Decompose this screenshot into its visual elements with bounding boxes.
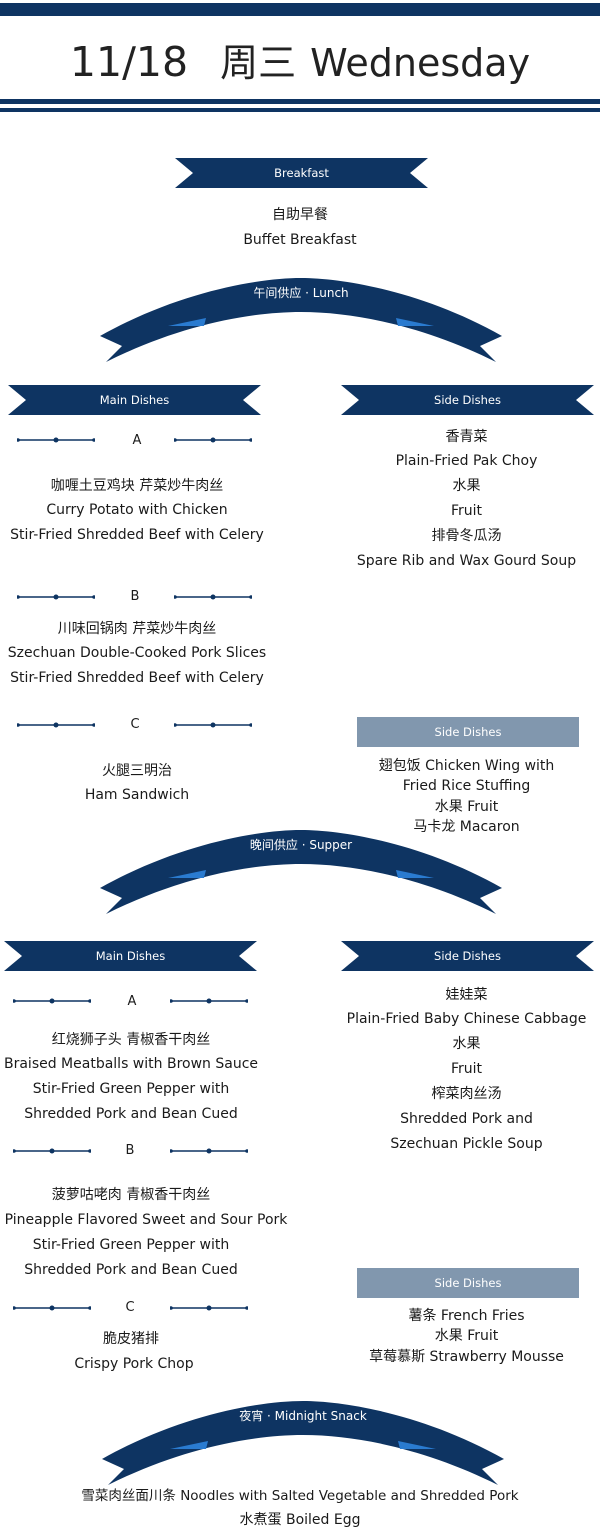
supper-main-banner: Main Dishes [4, 941, 257, 971]
header-bottom-bar-2 [0, 108, 600, 112]
supper-side-c-line-1: 薯条 French Fries [408, 1308, 525, 1324]
lunch-side-line-4: Fruit [450, 503, 483, 519]
lunch-b-line-3: Stir-Fried Shredded Beef with Celery [10, 670, 264, 686]
lunch-b-letter: B [130, 589, 140, 604]
weekday-en-label: Wednesday [310, 41, 531, 85]
supper-c-line-2: Crispy Pork Chop [74, 1356, 194, 1372]
supper-side-line-7: Szechuan Pickle Soup [390, 1136, 543, 1152]
page-title: 11/18 周三 Wednesday [0, 36, 600, 89]
supper-arc-shape [100, 830, 502, 914]
supper-side-banner: Side Dishes [341, 941, 594, 971]
lunch-side-c-line-3: 水果 Fruit [434, 799, 499, 815]
lunch-side-line-1: 香青菜 [445, 429, 488, 445]
lunch-side-c-line-2: Fried Rice Stuffing [402, 778, 531, 794]
midnight-arc-shape [102, 1401, 504, 1485]
supper-c-line-1: 脆皮猪排 [103, 1331, 159, 1347]
lunch-b-line-1: 川味回锅肉 芹菜炒牛肉丝 [57, 621, 217, 637]
supper-a-line-3: Stir-Fried Green Pepper with [32, 1081, 230, 1097]
supper-side-c-line-3: 草莓慕斯 Strawberry Mousse [369, 1349, 564, 1365]
supper-b-divider-right [170, 1148, 248, 1154]
lunch-a-line-1: 咖喱土豆鸡块 芹菜炒牛肉丝 [50, 478, 224, 494]
lunch-main-banner-shape [8, 385, 261, 415]
breakfast-banner-shape [175, 158, 428, 188]
supper-a-divider-left [13, 998, 91, 1004]
supper-a-line-4: Shredded Pork and Bean Cued [24, 1106, 238, 1122]
lunch-b-line-2: Szechuan Double-Cooked Pork Slices [7, 645, 267, 661]
lunch-side-c-line-1: 翅包饭 Chicken Wing with [378, 758, 555, 774]
supper-a-line-1: 红烧狮子头 青椒香干肉丝 [51, 1032, 211, 1048]
lunch-main-banner-label: Main Dishes [99, 393, 170, 407]
supper-side-line-6: Shredded Pork and [400, 1111, 533, 1127]
lunch-side-line-3: 水果 [452, 478, 481, 494]
supper-side-banner-shape [341, 941, 594, 971]
supper-main-banner-shape [4, 941, 257, 971]
weekday-cn-label: 周三 [220, 41, 297, 85]
lunch-main-banner: Main Dishes [8, 385, 261, 415]
supper-side-c-banner: Side Dishes [357, 1268, 579, 1298]
supper-b-line-4: Shredded Pork and Bean Cued [24, 1262, 238, 1278]
supper-side-line-4: Fruit [450, 1061, 483, 1077]
supper-main-banner-label: Main Dishes [95, 949, 166, 963]
lunch-side-line-2: Plain-Fried Pak Choy [395, 453, 538, 469]
lunch-side-banner-shape [341, 385, 594, 415]
lunch-a-line-2: Curry Potato with Chicken [46, 502, 228, 518]
lunch-side-banner: Side Dishes [341, 385, 594, 415]
lunch-a-line-3: Stir-Fried Shredded Beef with Celery [10, 527, 264, 543]
lunch-a-divider-left [17, 437, 95, 443]
lunch-a-letter: A [132, 433, 142, 448]
supper-c-letter: C [125, 1300, 135, 1315]
breakfast-item-cn: 自助早餐 [272, 207, 328, 223]
midnight-item-2: 水煮蛋 Boiled Egg [239, 1512, 361, 1528]
lunch-b-divider-right [174, 594, 252, 600]
breakfast-item-en: Buffet Breakfast [243, 232, 357, 248]
lunch-arc-shape [100, 278, 502, 362]
supper-a-letter: A [127, 994, 137, 1009]
supper-b-divider-left [13, 1148, 91, 1154]
lunch-a-divider-right [174, 437, 252, 443]
supper-arc-label: 晚间供应 · Supper [249, 838, 353, 852]
midnight-item-1: 雪菜肉丝面川条 Noodles with Salted Vegetable an… [81, 1488, 519, 1504]
lunch-b-divider-left [17, 594, 95, 600]
supper-side-line-3: 水果 [452, 1036, 481, 1052]
lunch-side-line-6: Spare Rib and Wax Gourd Soup [356, 553, 577, 569]
supper-b-letter: B [125, 1143, 135, 1158]
supper-c-divider-left [13, 1305, 91, 1311]
supper-side-line-1: 娃娃菜 [445, 987, 488, 1003]
lunch-c-letter: C [130, 717, 140, 732]
supper-side-line-2: Plain-Fried Baby Chinese Cabbage [346, 1011, 587, 1027]
header-top-bar [0, 3, 600, 16]
supper-side-banner-label: Side Dishes [434, 949, 501, 963]
lunch-side-banner-label: Side Dishes [434, 393, 501, 407]
supper-b-line-1: 菠萝咕咾肉 青椒香干肉丝 [51, 1187, 211, 1203]
supper-a-line-2: Braised Meatballs with Brown Sauce [3, 1056, 259, 1072]
lunch-side-c-line-4: 马卡龙 Macaron [413, 819, 520, 835]
breakfast-banner-label: Breakfast [274, 166, 329, 180]
supper-c-divider-right [170, 1305, 248, 1311]
supper-arc-banner: 晚间供应 · Supper [98, 822, 504, 917]
lunch-side-line-5: 排骨冬瓜汤 [431, 528, 502, 544]
lunch-arc-banner: 午间供应 · Lunch [98, 270, 504, 365]
breakfast-banner: Breakfast [175, 158, 428, 188]
supper-a-divider-right [170, 998, 248, 1004]
lunch-c-divider-left [17, 722, 95, 728]
supper-b-line-2: Pineapple Flavored Sweet and Sour Pork [4, 1212, 288, 1228]
supper-b-line-3: Stir-Fried Green Pepper with [32, 1237, 230, 1253]
supper-side-c-line-2: 水果 Fruit [434, 1328, 499, 1344]
midnight-arc-banner: 夜宵 · Midnight Snack [100, 1393, 506, 1488]
header-bottom-bar-1 [0, 99, 600, 104]
midnight-arc-label: 夜宵 · Midnight Snack [239, 1409, 367, 1423]
supper-side-line-5: 榨菜肉丝汤 [431, 1086, 502, 1102]
lunch-c-line-1: 火腿三明治 [102, 763, 172, 779]
lunch-arc-label: 午间供应 · Lunch [253, 286, 349, 300]
lunch-c-divider-right [174, 722, 252, 728]
lunch-side-c-banner: Side Dishes [357, 717, 579, 747]
lunch-c-line-2: Ham Sandwich [84, 787, 190, 803]
date-label: 11/18 [69, 38, 189, 86]
